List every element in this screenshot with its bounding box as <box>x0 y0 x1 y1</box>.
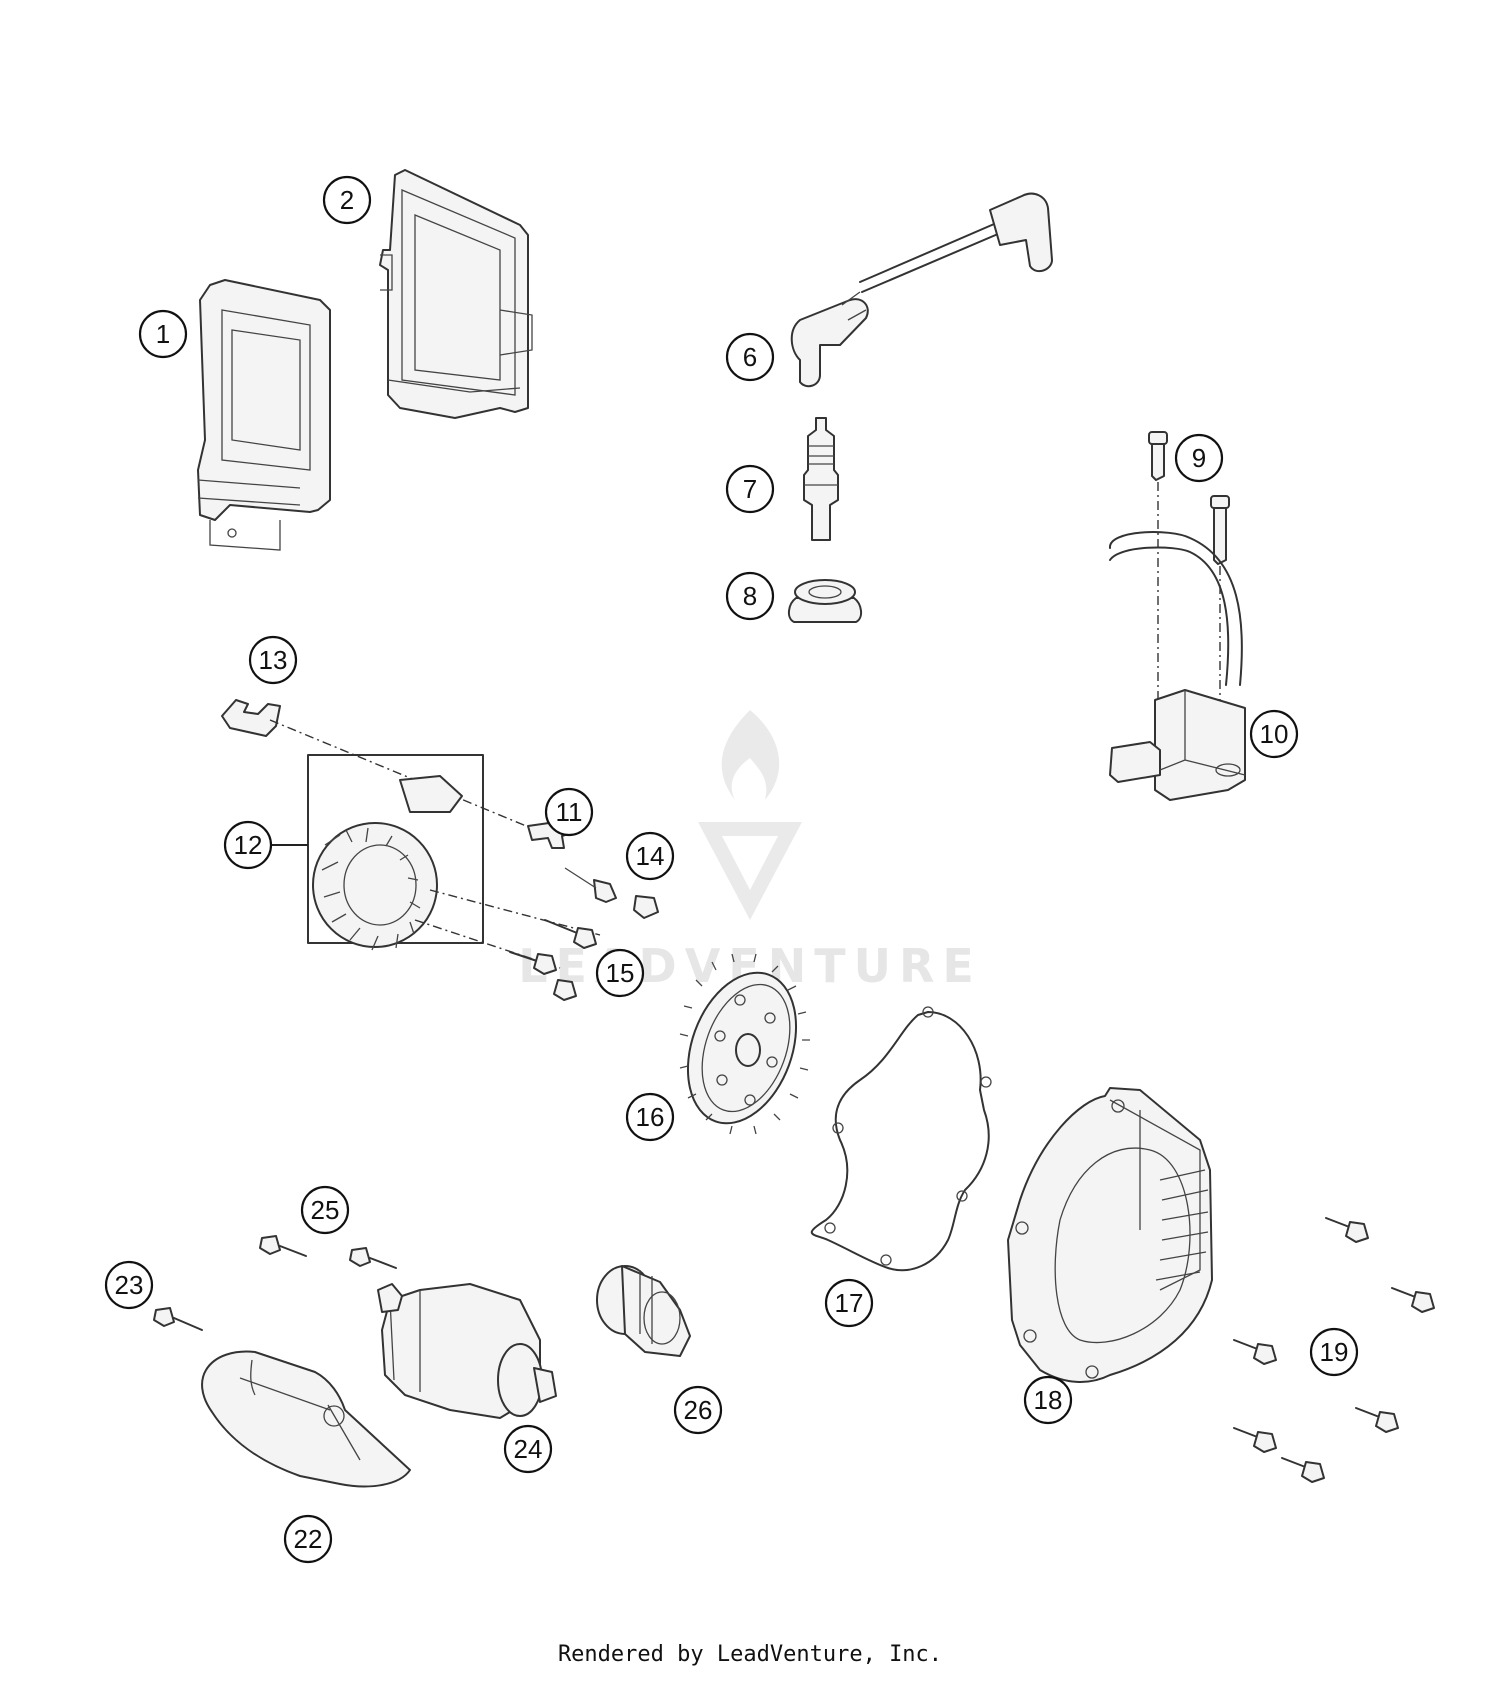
part-18-ignition-cover <box>1007 1087 1213 1383</box>
callout-25: 25 <box>300 1185 350 1235</box>
part-8-cap <box>788 579 862 623</box>
callout-7: 7 <box>725 464 775 514</box>
svg-text:12: 12 <box>234 830 263 860</box>
callout-1: 1 <box>138 309 188 359</box>
callout-2: 2 <box>322 175 372 225</box>
part-14-screws <box>564 867 659 919</box>
svg-text:23: 23 <box>115 1270 144 1300</box>
part-13-clip <box>221 699 561 841</box>
callout-14: 14 <box>625 831 675 881</box>
part-10-ignition-coil <box>1108 531 1246 801</box>
part-1-control-unit <box>197 279 331 551</box>
svg-text:15: 15 <box>606 958 635 988</box>
part-12-stator <box>307 754 601 969</box>
svg-text:9: 9 <box>1192 443 1206 473</box>
callout-16: 16 <box>625 1092 675 1142</box>
svg-text:7: 7 <box>743 474 757 504</box>
part-2-control-unit <box>379 169 533 419</box>
svg-text:13: 13 <box>259 645 288 675</box>
svg-text:11: 11 <box>556 797 583 827</box>
footer-credit: Rendered by LeadVenture, Inc. <box>557 1642 943 1667</box>
svg-text:6: 6 <box>743 342 757 372</box>
callout-17: 17 <box>824 1278 874 1328</box>
svg-text:25: 25 <box>311 1195 340 1225</box>
callout-24: 24 <box>503 1424 553 1474</box>
part-16-flywheel-gear <box>679 953 810 1135</box>
part-6-spark-plug-cable <box>790 192 1053 388</box>
part-7-spark-plug <box>803 417 839 541</box>
leadventure-watermark: LEADVENTURE <box>518 710 974 993</box>
part-17-gasket <box>810 1006 992 1272</box>
svg-text:19: 19 <box>1320 1337 1349 1367</box>
svg-text:1: 1 <box>156 319 170 349</box>
part-22-guard <box>201 1350 411 1488</box>
callout-13: 13 <box>248 635 298 685</box>
svg-text:17: 17 <box>835 1288 864 1318</box>
part-26-starter-gear <box>596 1265 691 1357</box>
callout-22: 22 <box>283 1514 333 1564</box>
svg-text:18: 18 <box>1034 1385 1063 1415</box>
svg-text:26: 26 <box>684 1395 713 1425</box>
part-25-screws <box>259 1235 397 1269</box>
callout-18: 18 <box>1023 1375 1073 1425</box>
callout-9: 9 <box>1174 433 1224 483</box>
callout-19: 19 <box>1309 1327 1359 1377</box>
part-9-bolts <box>1148 431 1230 740</box>
callout-10: 10 <box>1249 709 1299 759</box>
part-19-screws <box>1233 1217 1435 1483</box>
callout-15: 15 <box>595 948 645 998</box>
callout-8: 8 <box>725 571 775 621</box>
part-15-screws <box>509 919 597 1001</box>
svg-text:2: 2 <box>340 185 354 215</box>
part-23-screw <box>153 1307 203 1331</box>
svg-text:14: 14 <box>636 841 665 871</box>
svg-text:8: 8 <box>743 581 757 611</box>
callout-23: 23 <box>104 1260 154 1310</box>
callout-11: 11 <box>544 787 594 837</box>
callout-12: 12 <box>223 820 273 870</box>
part-24-starter-motor <box>377 1283 557 1419</box>
callout-26: 26 <box>673 1385 723 1435</box>
callout-6: 6 <box>725 332 775 382</box>
svg-text:22: 22 <box>294 1524 323 1554</box>
svg-text:10: 10 <box>1260 719 1289 749</box>
svg-text:16: 16 <box>636 1102 665 1132</box>
svg-text:24: 24 <box>514 1434 543 1464</box>
